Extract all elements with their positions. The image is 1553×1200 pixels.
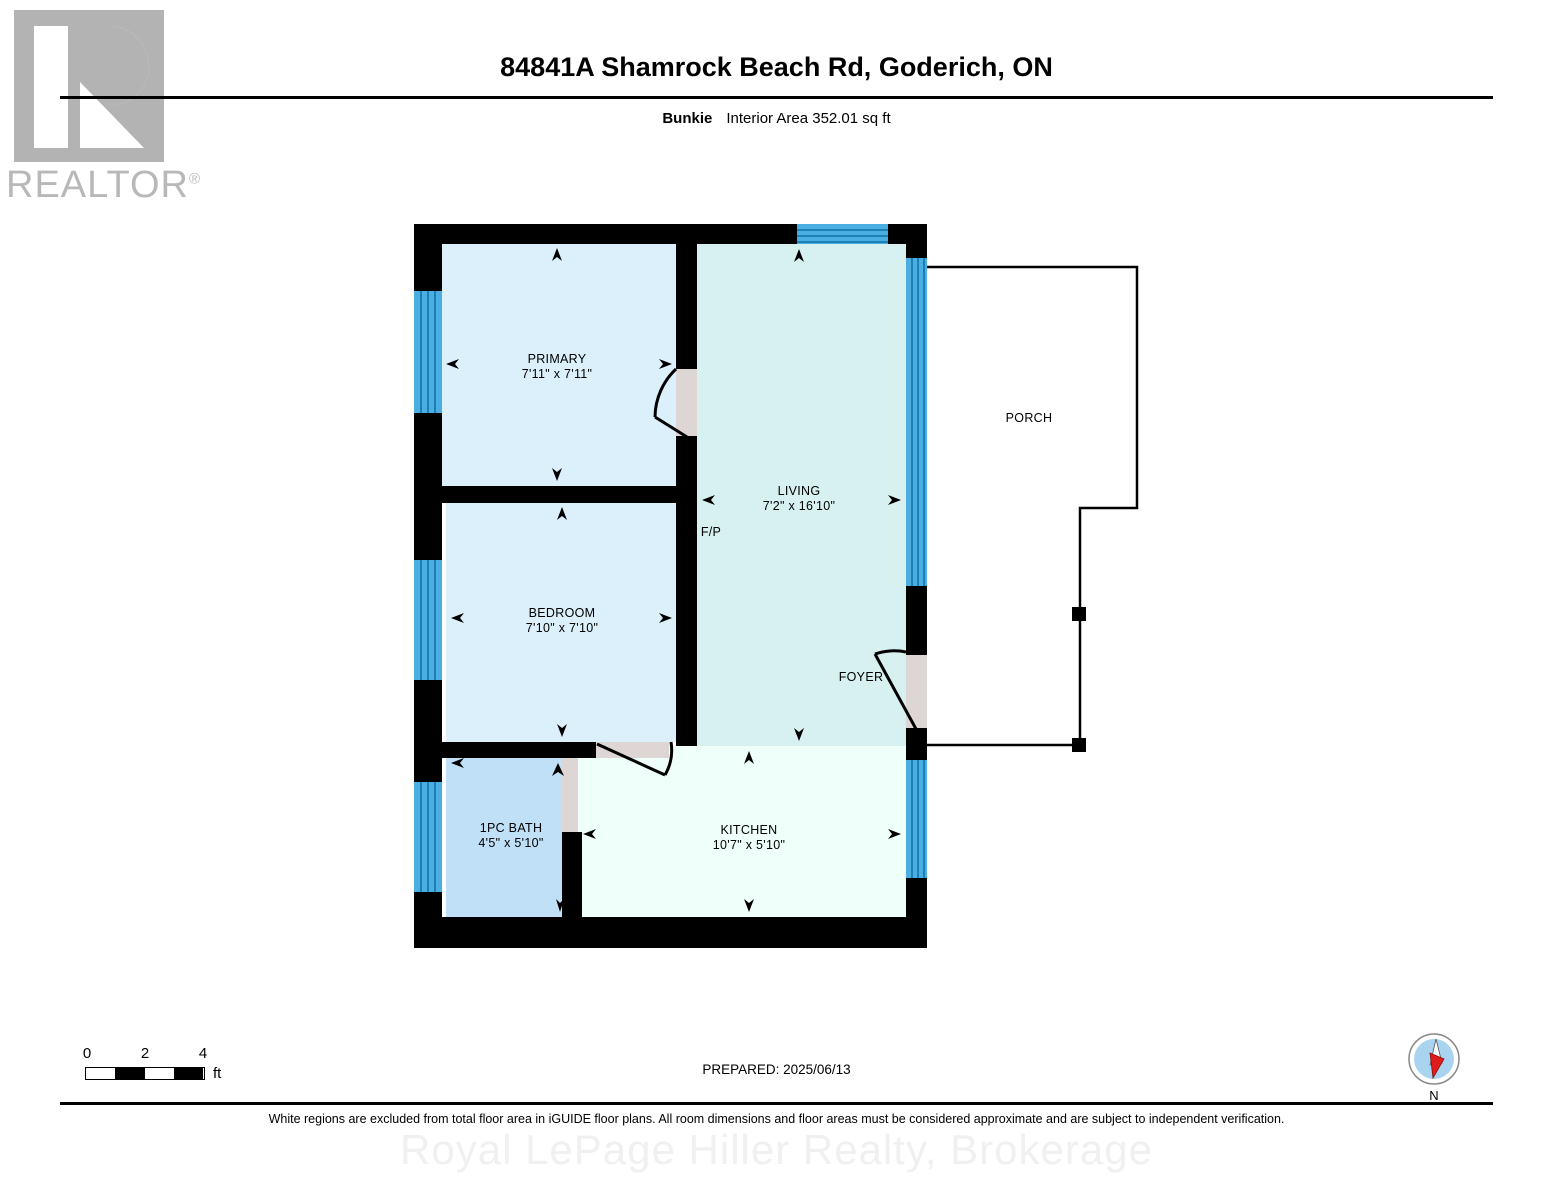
door-foyer xyxy=(873,649,927,730)
level-label: Bunkie xyxy=(662,110,713,127)
scale-bar xyxy=(85,1067,205,1080)
window-right-living xyxy=(906,258,927,586)
prepared-date: PREPARED: 2025/06/13 xyxy=(702,1062,851,1077)
room-name-kitchen: KITCHEN xyxy=(720,823,778,837)
room-label-bath: 1PC BATH 4'5" x 5'10" xyxy=(478,821,543,851)
porch-outline xyxy=(927,265,1139,752)
room-dims-bath: 4'5" x 5'10" xyxy=(478,836,544,850)
room-fills xyxy=(441,243,914,917)
footer-divider xyxy=(60,1102,1493,1105)
room-dims-primary: 7'11" x 7'11" xyxy=(521,367,593,381)
scale-tick-0: 0 xyxy=(82,1045,92,1062)
window-top-living xyxy=(797,224,888,244)
dimension-arrows xyxy=(446,248,901,912)
room-name-living: LIVING xyxy=(777,484,821,498)
room-name-bath: 1PC BATH xyxy=(479,821,543,835)
window-left-bath xyxy=(414,782,442,892)
room-name-bedroom: BEDROOM xyxy=(528,606,596,620)
window-left-bedroom xyxy=(414,560,442,680)
interior-area-label: Interior Area 352.01 sq ft xyxy=(726,110,891,127)
window-right-kitchen xyxy=(906,760,927,878)
realtor-logo: REALTOR® xyxy=(6,4,200,209)
scale-tick-4: 4 xyxy=(198,1045,208,1062)
realtor-wordmark-text: REALTOR xyxy=(6,164,189,206)
realtor-r-glyph xyxy=(34,26,149,148)
porch-post-1 xyxy=(1072,607,1086,621)
scale-bar-group: 0 2 4 ft xyxy=(82,1045,222,1090)
scale-segment-2 xyxy=(174,1068,203,1079)
brokerage-watermark: Royal LePage Hiller Realty, Brokerage xyxy=(400,1126,1153,1173)
room-dims-kitchen: 10'7" x 5'10" xyxy=(712,838,786,852)
windows xyxy=(414,224,927,892)
compass-rose: N xyxy=(1404,1032,1464,1107)
interior-walls xyxy=(441,224,697,918)
room-label-primary: PRIMARY 7'11" x 7'11" xyxy=(522,352,593,382)
scale-segment-1 xyxy=(115,1068,145,1079)
realtor-wordmark: REALTOR® xyxy=(6,164,200,207)
plan-subtitle: Bunkie Interior Area 352.01 sq ft xyxy=(0,110,1553,127)
window-left-primary xyxy=(414,291,442,413)
disclaimer-text: White regions are excluded from total fl… xyxy=(268,1112,1285,1126)
scale-tick-2: 2 xyxy=(140,1045,150,1062)
room-label-living: LIVING 7'2" x 16'10" xyxy=(763,484,835,514)
porch-post-2 xyxy=(1072,738,1086,752)
compass-north-label: N xyxy=(1429,1088,1439,1103)
room-name-primary: PRIMARY xyxy=(527,352,587,366)
door-bath xyxy=(562,758,578,832)
room-label-porch: PORCH xyxy=(1005,411,1053,425)
compass-icon xyxy=(1408,1033,1460,1085)
scale-unit-label: ft xyxy=(213,1065,222,1082)
door-primary xyxy=(653,367,697,439)
room-dims-living: 7'2" x 16'10" xyxy=(762,499,836,513)
room-label-foyer: FOYER xyxy=(838,670,884,684)
registered-mark: ® xyxy=(188,170,202,188)
door-bedroom-kitchen xyxy=(596,741,674,777)
room-dims-bedroom: 7'10" x 7'10" xyxy=(525,621,599,635)
fireplace-label: F/P xyxy=(700,525,722,539)
realtor-r-mark xyxy=(14,10,164,162)
doors xyxy=(562,367,927,832)
room-label-kitchen: KITCHEN 10'7" x 5'10" xyxy=(713,823,785,853)
page-title: 84841A Shamrock Beach Rd, Goderich, ON xyxy=(500,52,1053,82)
header-divider xyxy=(60,96,1493,99)
room-label-bedroom: BEDROOM 7'10" x 7'10" xyxy=(526,606,598,636)
